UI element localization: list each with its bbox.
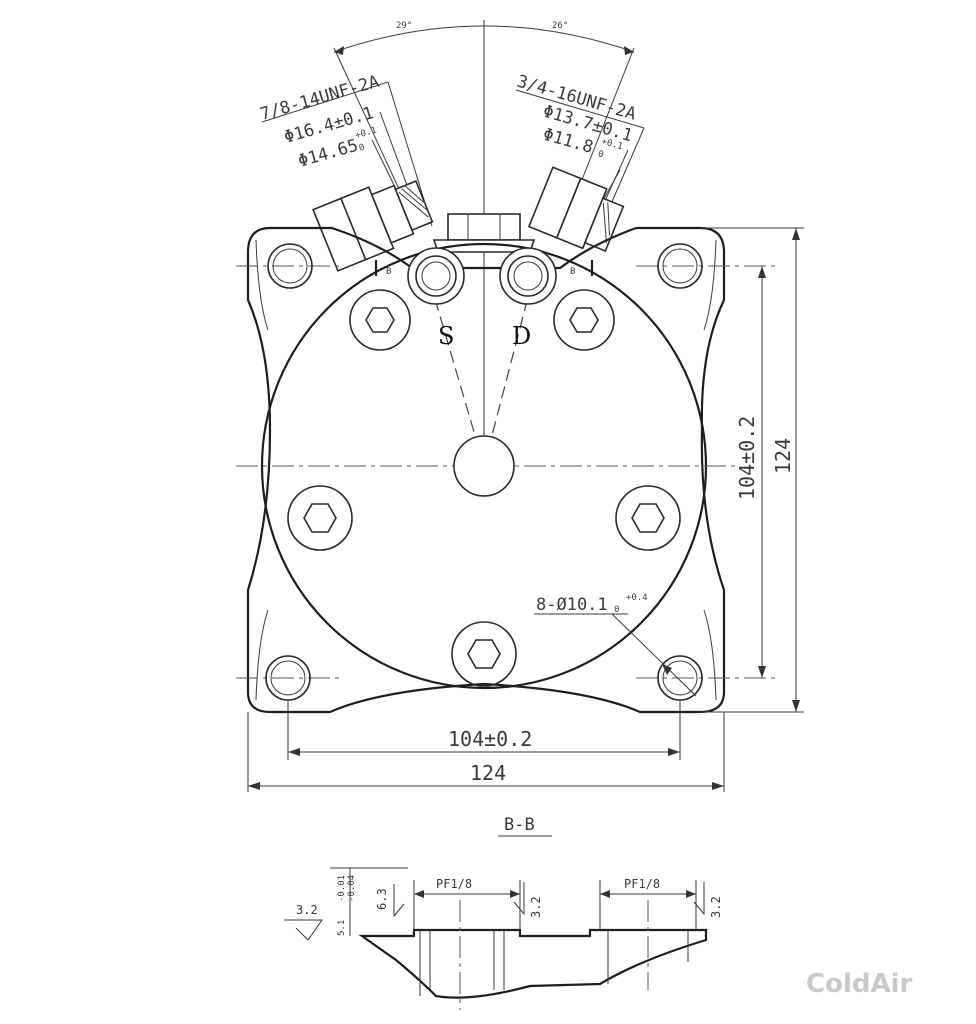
vertical-dimension-104: 104±0.2 [735,266,766,678]
discharge-minor-tol-lower: 0 [597,149,605,160]
section-pf-left: PF1/8 [436,877,472,891]
angle-right-label: 26° [552,21,568,31]
horizontal-dimension-104: 104±0.2 [287,700,681,760]
hole-spec: 8-Ø10.1 [536,595,608,615]
suction-minor-tol-lower: 0 [358,143,366,154]
suction-minor-tol-upper: +0.1 [354,126,378,142]
bolt-head-upper-right [553,289,615,351]
section-marker-right: B [570,260,594,277]
suction-port-letter: S [438,322,454,350]
bolt-head-right [615,485,681,551]
hole-tol-upper: +0.4 [626,593,648,603]
watermark: ColdAir [806,969,913,999]
roughness-3-2-mid: 3.2 [529,896,543,918]
horizontal-dimension-124: 124 [247,712,725,792]
bolt-head-left [287,485,353,551]
suction-port [407,247,465,305]
discharge-port [499,247,557,305]
dim-124-horizontal: 124 [470,761,506,785]
roughness-3-2-right: 3.2 [709,896,723,918]
svg-text:B: B [386,267,391,277]
bolt-head-upper-left [349,289,411,351]
tol-small-3: 5.1 [337,920,347,936]
hole-callout: 8-Ø10.1 +0.4 0 [534,593,697,697]
center-boss [453,435,515,497]
discharge-port-letter: D [512,322,531,350]
hole-tol-lower: 0 [614,605,619,615]
section-view-bb: B-B PF1/8 PF1/8 3.2 6.3 3.2 3.2 [284,815,723,1010]
dim-124-vertical: 124 [771,438,795,474]
dim-104-horizontal: 104±0.2 [448,727,532,751]
svg-text:B: B [570,267,575,277]
roughness-6-3: 6.3 [375,888,389,910]
discharge-fitting [527,166,625,253]
discharge-dash-line [483,281,533,467]
section-marker-left: B [374,260,391,277]
vertical-dimension-124: 124 [700,227,804,713]
bolt-head-bottom [451,621,517,687]
mounting-hole-tr [657,243,703,289]
tol-small-1: -0.01 [337,875,347,902]
tol-small-2: -0.04 [347,875,357,902]
suction-fitting [312,180,434,272]
top-hex-nut [432,213,536,253]
mounting-hole-tl [267,243,313,289]
roughness-left: 3.2 [296,903,318,917]
angle-left-label: 29° [396,21,412,31]
section-title: B-B [504,815,535,835]
dim-104-vertical: 104±0.2 [735,416,759,500]
section-pf-right: PF1/8 [624,877,660,891]
suction-dash-line [429,281,485,467]
